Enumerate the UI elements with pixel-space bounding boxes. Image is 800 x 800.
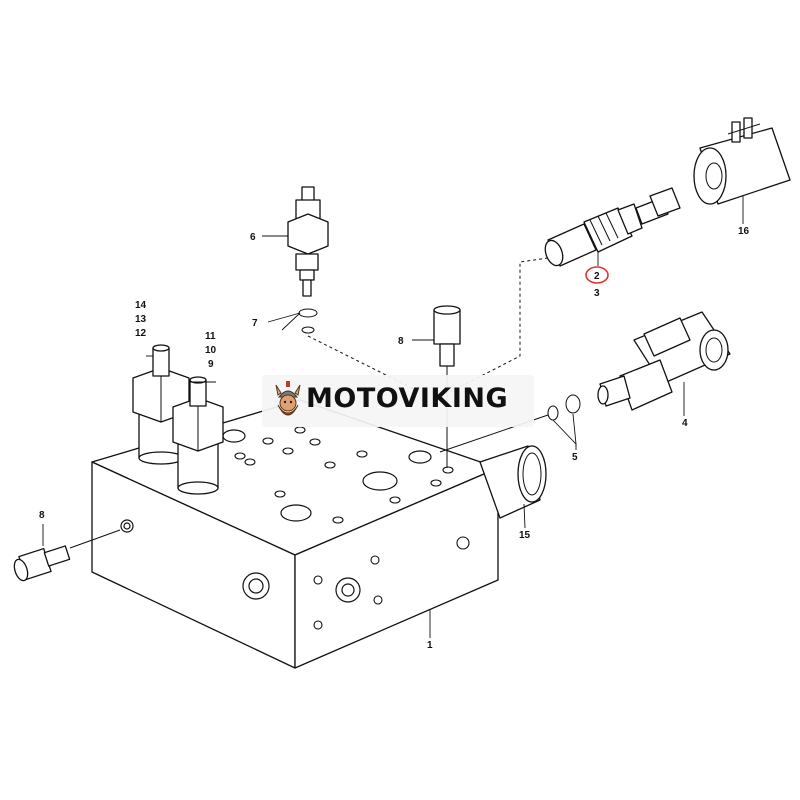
callout-15: 15 [519,530,531,541]
top-face-holes [204,426,454,524]
pressure-sensor-9 [172,376,224,495]
callout-16: 16 [738,226,750,237]
callout-3: 3 [594,288,600,299]
callout-5: 5 [572,452,578,463]
callout-14: 14 [135,300,147,311]
callout-7: 7 [252,318,258,329]
solenoid-valve-4 [597,311,731,411]
cartridge-valve-2 [544,187,681,267]
leader-lines [42,196,744,638]
viking-head-icon [275,381,301,416]
o-rings-5 [547,394,581,421]
plug-8-left [13,529,121,582]
callout-12: 12 [135,328,147,339]
callout-9: 9 [208,359,214,370]
callout-6: 6 [250,232,256,243]
relief-valve-6 [287,186,329,297]
o-rings-7 [298,308,318,334]
callout-11: 11 [205,331,216,342]
solenoid-coil-16 [693,117,791,205]
callout-8-top: 8 [398,336,404,347]
callout-1: 1 [427,640,433,651]
brand-text: MOTOVIKING [306,383,509,414]
fitting-15 [479,445,547,519]
callout-4: 4 [682,418,688,429]
callout-10: 10 [205,345,217,356]
callout-2: 2 [594,271,600,282]
callout-8-left: 8 [39,510,45,521]
callout-13: 13 [135,314,147,325]
motoviking-watermark: MOTOVIKING [262,375,534,427]
callout-2-highlight-ring [585,266,609,284]
